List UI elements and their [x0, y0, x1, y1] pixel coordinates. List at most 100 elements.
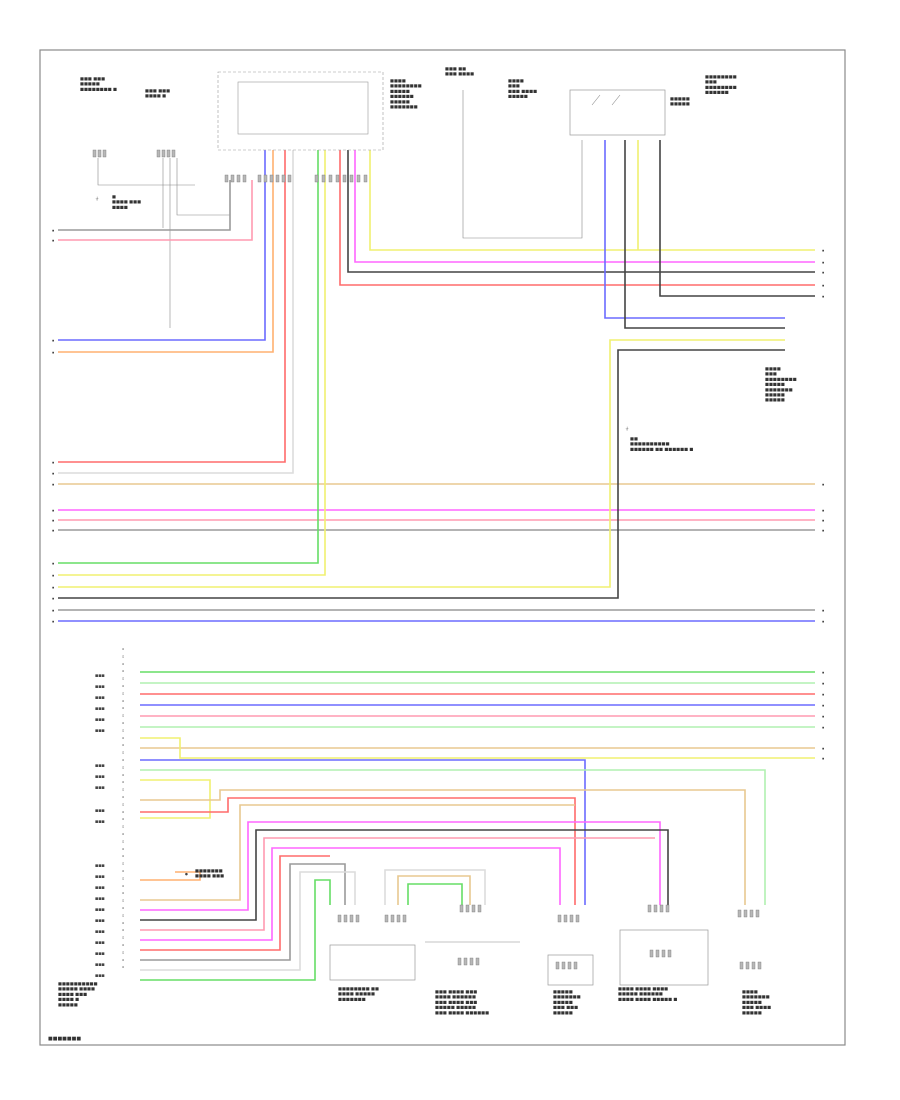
pin-label: ■■■: [95, 729, 105, 733]
wire-yellow: [140, 779, 211, 819]
module-pin: ▫: [122, 862, 124, 866]
pin-label: ■■■: [95, 919, 105, 923]
module-pin: ▫: [122, 795, 124, 799]
connector-pin: [97, 149, 102, 158]
module-pin: ▫: [122, 706, 124, 710]
pin-label: ■■■: [95, 875, 105, 879]
wire-violet: [140, 847, 561, 941]
wire-yellow: [58, 339, 785, 588]
module-pin: ▫: [122, 832, 124, 836]
wire-end-marker: ▪: [822, 271, 824, 275]
wire-blue: [604, 140, 785, 319]
wire-orange: [140, 871, 201, 881]
component-label: ■■■ ■■■■: [742, 1005, 771, 1010]
wire-end-marker: ▪: [52, 351, 54, 355]
connector-pin: [363, 174, 368, 183]
connector-pin: [569, 914, 574, 923]
component-label: ■■■■■■■■: [705, 74, 737, 79]
component-label: ■■■ ■■■■: [508, 88, 537, 93]
connector-pin: [563, 914, 568, 923]
component-label: ■■■■ ■■■■■: [338, 991, 375, 996]
module-pin: ▫: [122, 847, 124, 851]
connector-pin: [156, 149, 161, 158]
component-label: ■■■■■■■■: [765, 376, 797, 381]
component-label: ■■■■■: [80, 81, 100, 86]
module-pin: ▫: [122, 817, 124, 821]
component-label: ■■: [630, 436, 638, 441]
connector-pin: [224, 174, 229, 183]
module-pin: ▫: [122, 802, 124, 806]
connector-pin: [396, 914, 401, 923]
connector-pin: [469, 957, 474, 966]
module-pin: ▫: [122, 691, 124, 695]
switch-contact: [611, 94, 621, 106]
component-label: ■■■■ ■: [145, 93, 166, 98]
wire-end-marker: ▪: [52, 229, 54, 233]
module-pin: ▫: [122, 677, 124, 681]
module-pin: ▫: [122, 928, 124, 932]
wire-end-marker: ▪: [822, 483, 824, 487]
pin-label: ■■■: [95, 809, 105, 813]
module-pin: ▫: [122, 869, 124, 873]
connector-pin: [390, 914, 395, 923]
component-label: ■■■■■■■■: [390, 83, 422, 88]
wire-red: [140, 797, 576, 905]
wire-end-marker: ▪: [52, 597, 54, 601]
component-label: ■■■■■: [742, 1010, 762, 1015]
module-pin: ▫: [122, 728, 124, 732]
wire-end-marker: ▪: [822, 726, 824, 730]
pin-label: ■■■: [95, 696, 105, 700]
wire-gray: [140, 863, 346, 961]
wire-yellow: [58, 150, 326, 576]
wire-tan: [140, 789, 746, 905]
pin-label: ■■■: [95, 674, 105, 678]
pin-label: ■■■: [95, 775, 105, 779]
page-id: ■■■■■■■: [48, 1036, 82, 1042]
connector-pin: [477, 904, 482, 913]
component-label: ■■■ ■■■: [80, 76, 105, 81]
pin-label: ■■■: [95, 864, 105, 868]
connector-pin: [573, 961, 578, 970]
pin-label: ■■■: [95, 786, 105, 790]
connector-pin: [649, 949, 654, 958]
component-label: ■■■■■: [553, 989, 573, 994]
component-label: ■■■■■: [58, 1002, 78, 1007]
wire-black: [624, 140, 785, 329]
wire-black: [58, 349, 785, 599]
component-label: ■■■■■: [765, 382, 785, 387]
wire-pink: [58, 180, 253, 241]
module-pin: ▫: [122, 825, 124, 829]
pin-label: ■■■: [95, 820, 105, 824]
connector-pin: [749, 909, 754, 918]
component-label: ■■■■■: [742, 999, 762, 1004]
wire-end-marker: ▪: [52, 519, 54, 523]
component-label: ■■■■: [112, 204, 128, 209]
connector-pin: [402, 914, 407, 923]
component-label: ■■■■■: [553, 999, 573, 1004]
component-label: ■■■■■■: [390, 94, 414, 99]
wire-end-marker: ▪: [822, 295, 824, 299]
connector-pin: [275, 174, 280, 183]
wire-end-marker: ▪: [822, 715, 824, 719]
component-label: ■■■ ■■■: [553, 1005, 578, 1010]
component-label: ■■■■ ■: [58, 997, 79, 1002]
module-pin: ▫: [122, 936, 124, 940]
component-label: ■■■■■■: [705, 90, 729, 95]
switch-box: [569, 89, 666, 136]
wire-orange: [58, 150, 274, 353]
connector-pin: [356, 174, 361, 183]
wire-white: [384, 869, 486, 905]
connector-pin: [263, 174, 268, 183]
connector-pin: [384, 914, 389, 923]
component-label: ■■■■■: [670, 96, 690, 101]
wire-end-marker: ▪: [52, 239, 54, 243]
component-label: ■■■■■■■: [390, 104, 418, 109]
component-label: ■■■■ ■■■: [195, 873, 224, 878]
wire-black: [140, 829, 669, 921]
connector-pin: [242, 174, 247, 183]
component-label: ■■■■■ ■■■■■: [435, 1005, 476, 1010]
wire-blue: [58, 150, 266, 341]
wire-lightgreen: [140, 769, 766, 905]
connector-pin: [555, 961, 560, 970]
component-label: ■■■■: [390, 78, 406, 83]
